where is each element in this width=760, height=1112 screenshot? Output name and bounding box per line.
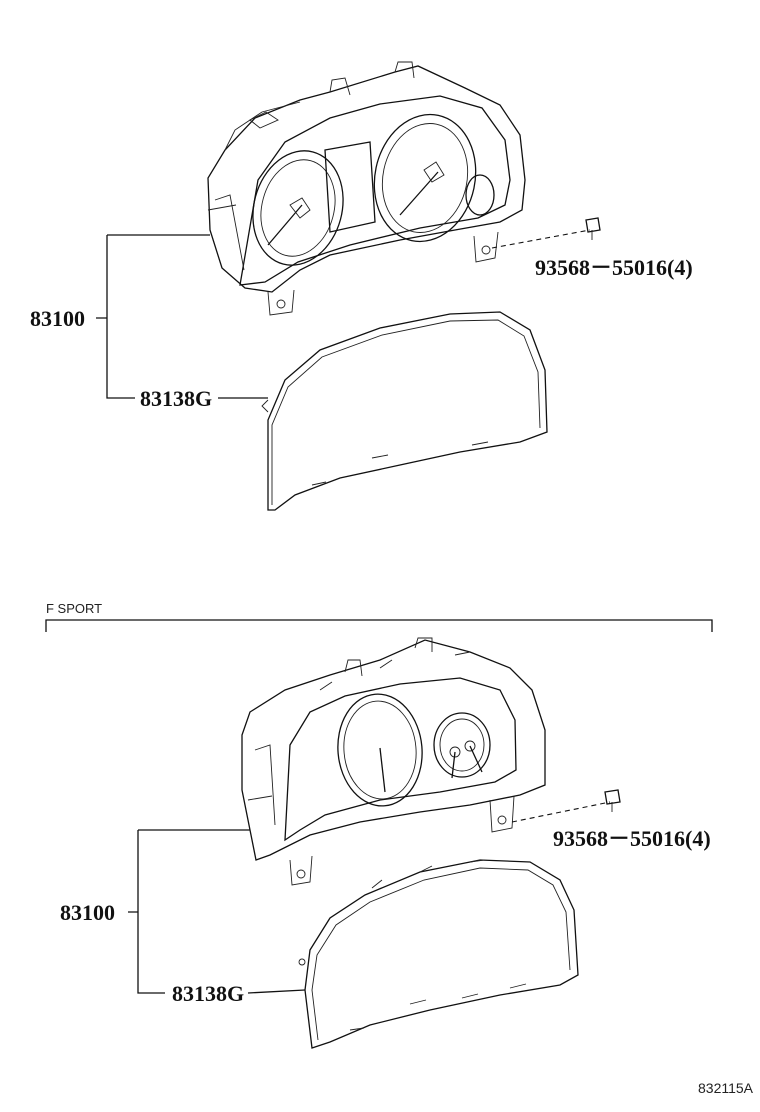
upper-screw-leader <box>491 229 591 249</box>
fsport-section-title: F SPORT <box>46 601 102 616</box>
upper-meter-assembly[interactable] <box>207 61 526 316</box>
upper-screw-number: 93568－55016(4) <box>535 255 693 280</box>
fsport-meter-assembly[interactable] <box>241 637 546 886</box>
fsport-screw-number: 93568－55016(4) <box>553 826 711 851</box>
fsport-glass-number: 83138G <box>172 981 244 1006</box>
upper-glass-number: 83138G <box>140 386 212 411</box>
fsport-screw[interactable] <box>604 789 621 812</box>
upper-meter-glass[interactable] <box>261 311 548 511</box>
fsport-meter-assembly-number: 83100 <box>60 900 115 925</box>
upper-screw[interactable] <box>585 217 601 240</box>
fsport-meter-glass[interactable] <box>298 859 579 1049</box>
fsport-section-bracket <box>45 619 713 632</box>
upper-meter-assembly-number: 83100 <box>30 306 85 331</box>
figure-code: 832115A <box>698 1080 754 1096</box>
upper-83100-bracket <box>96 234 210 399</box>
fsport-83138g-leader <box>247 989 306 994</box>
fsport-screw-leader <box>511 801 611 823</box>
fsport-83100-bracket <box>128 829 250 994</box>
